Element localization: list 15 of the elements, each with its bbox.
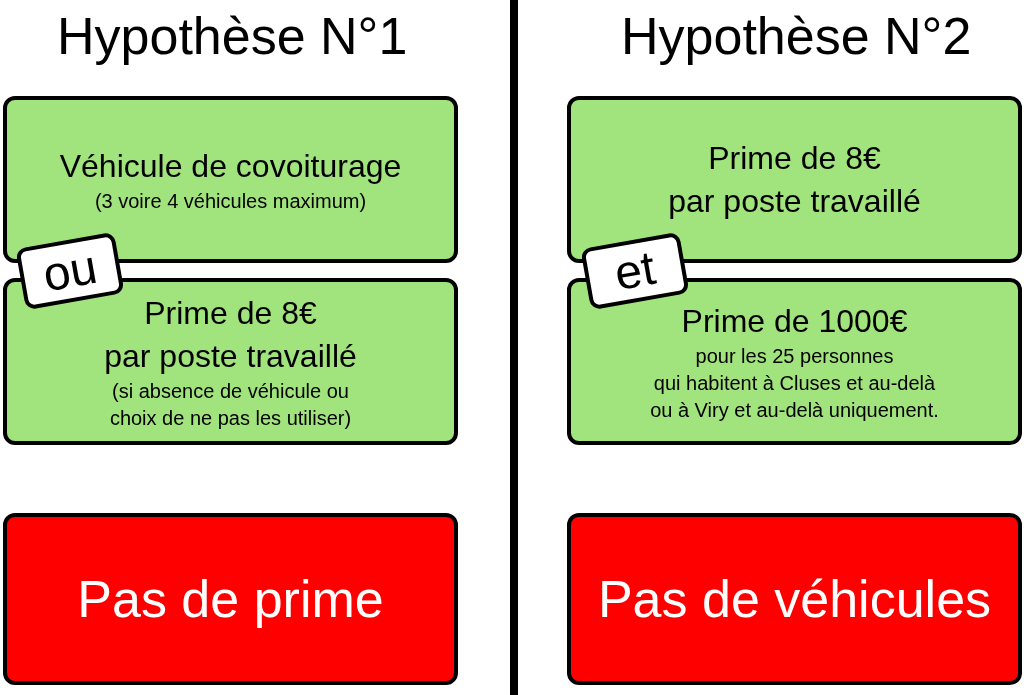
outcome-card — [3, 513, 458, 685]
option-note: pour les 25 personnes qui habitent à Cluses et au-delà ou à Viry et au-delà uniquement. — [650, 343, 939, 423]
option-note: (si absence de véhicule ou choix de ne pas les utiliser) — [109, 378, 352, 431]
option-note: (3 voire 4 véhicules maximum) — [94, 188, 367, 214]
option-title: Véhicule de covoiturage — [59, 146, 402, 186]
outcome-text: Pas de véhicules — [597, 569, 992, 629]
option-title: Prime de 8€ par poste travaillé — [668, 138, 921, 221]
conjunction-word: et — [610, 241, 660, 301]
column-heading: Hypothèse N°2 — [621, 6, 972, 66]
conjunction-word: ou — [39, 240, 101, 302]
option-title: Prime de 8€ par poste travaillé — [104, 293, 357, 376]
outcome-card — [567, 513, 1022, 685]
option-title: Prime de 1000€ — [681, 301, 908, 341]
outcome-text: Pas de prime — [77, 569, 384, 629]
column-heading: Hypothèse N°1 — [57, 6, 408, 66]
